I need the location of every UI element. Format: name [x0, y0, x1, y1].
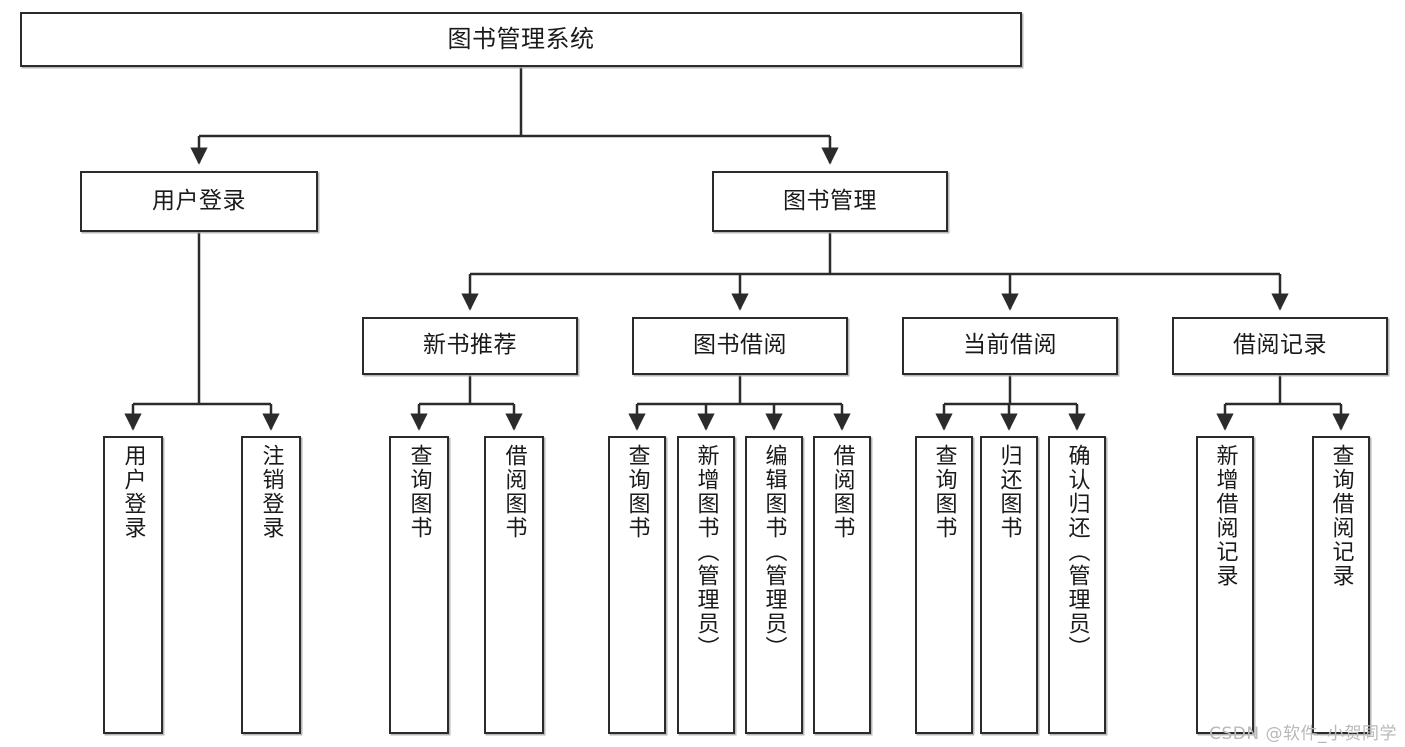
node-leaf-query-borrow-record-label: 查询借阅记录	[1328, 444, 1354, 588]
node-leaf-query-book-2-label: 查询图书	[624, 444, 650, 540]
node-leaf-confirm-return[interactable]: 确认归还（管理员）	[1048, 436, 1106, 734]
node-user-login[interactable]: 用户登录	[80, 171, 318, 232]
node-leaf-borrow-book-2-label: 借阅图书	[829, 444, 855, 540]
node-leaf-return-book-label: 归还图书	[996, 444, 1022, 540]
node-leaf-edit-book-label: 编辑图书（管理员）	[761, 444, 787, 660]
node-leaf-add-book[interactable]: 新增图书（管理员）	[677, 436, 735, 734]
node-leaf-borrow-book-1[interactable]: 借阅图书	[484, 436, 544, 734]
node-leaf-user-login[interactable]: 用户登录	[103, 436, 163, 734]
node-root-label: 图书管理系统	[447, 25, 595, 54]
node-leaf-borrow-book-1-label: 借阅图书	[501, 444, 527, 540]
node-leaf-return-book[interactable]: 归还图书	[980, 436, 1038, 734]
node-leaf-add-borrow-record[interactable]: 新增借阅记录	[1196, 436, 1254, 734]
node-leaf-confirm-return-label: 确认归还（管理员）	[1064, 444, 1090, 660]
watermark-text: CSDN @软件_小贺同学	[1209, 724, 1397, 744]
node-new-book-recommend-label: 新书推荐	[423, 332, 517, 359]
node-book-manage[interactable]: 图书管理	[712, 171, 948, 232]
node-leaf-query-book-3-label: 查询图书	[931, 444, 957, 540]
node-current-borrow-label: 当前借阅	[963, 332, 1057, 359]
node-new-book-recommend[interactable]: 新书推荐	[362, 317, 578, 375]
node-current-borrow[interactable]: 当前借阅	[902, 317, 1118, 375]
node-leaf-add-borrow-record-label: 新增借阅记录	[1212, 444, 1238, 588]
node-root[interactable]: 图书管理系统	[20, 12, 1022, 67]
node-leaf-user-login-label: 用户登录	[120, 444, 146, 540]
node-borrow-record[interactable]: 借阅记录	[1172, 317, 1388, 375]
node-book-manage-label: 图书管理	[783, 187, 877, 214]
node-book-borrow-label: 图书借阅	[693, 332, 787, 359]
node-leaf-borrow-book-2[interactable]: 借阅图书	[813, 436, 871, 734]
node-leaf-query-book-1-label: 查询图书	[406, 444, 432, 540]
node-leaf-query-borrow-record[interactable]: 查询借阅记录	[1312, 436, 1370, 734]
node-leaf-logout-login-label: 注销登录	[258, 444, 284, 540]
node-leaf-query-book-3[interactable]: 查询图书	[915, 436, 973, 734]
node-user-login-label: 用户登录	[152, 187, 246, 214]
node-borrow-record-label: 借阅记录	[1233, 332, 1327, 359]
node-leaf-query-book-2[interactable]: 查询图书	[608, 436, 666, 734]
node-leaf-query-book-1[interactable]: 查询图书	[389, 436, 449, 734]
node-book-borrow[interactable]: 图书借阅	[632, 317, 848, 375]
node-leaf-edit-book[interactable]: 编辑图书（管理员）	[745, 436, 803, 734]
node-leaf-add-book-label: 新增图书（管理员）	[693, 444, 719, 660]
node-leaf-logout-login[interactable]: 注销登录	[241, 436, 301, 734]
